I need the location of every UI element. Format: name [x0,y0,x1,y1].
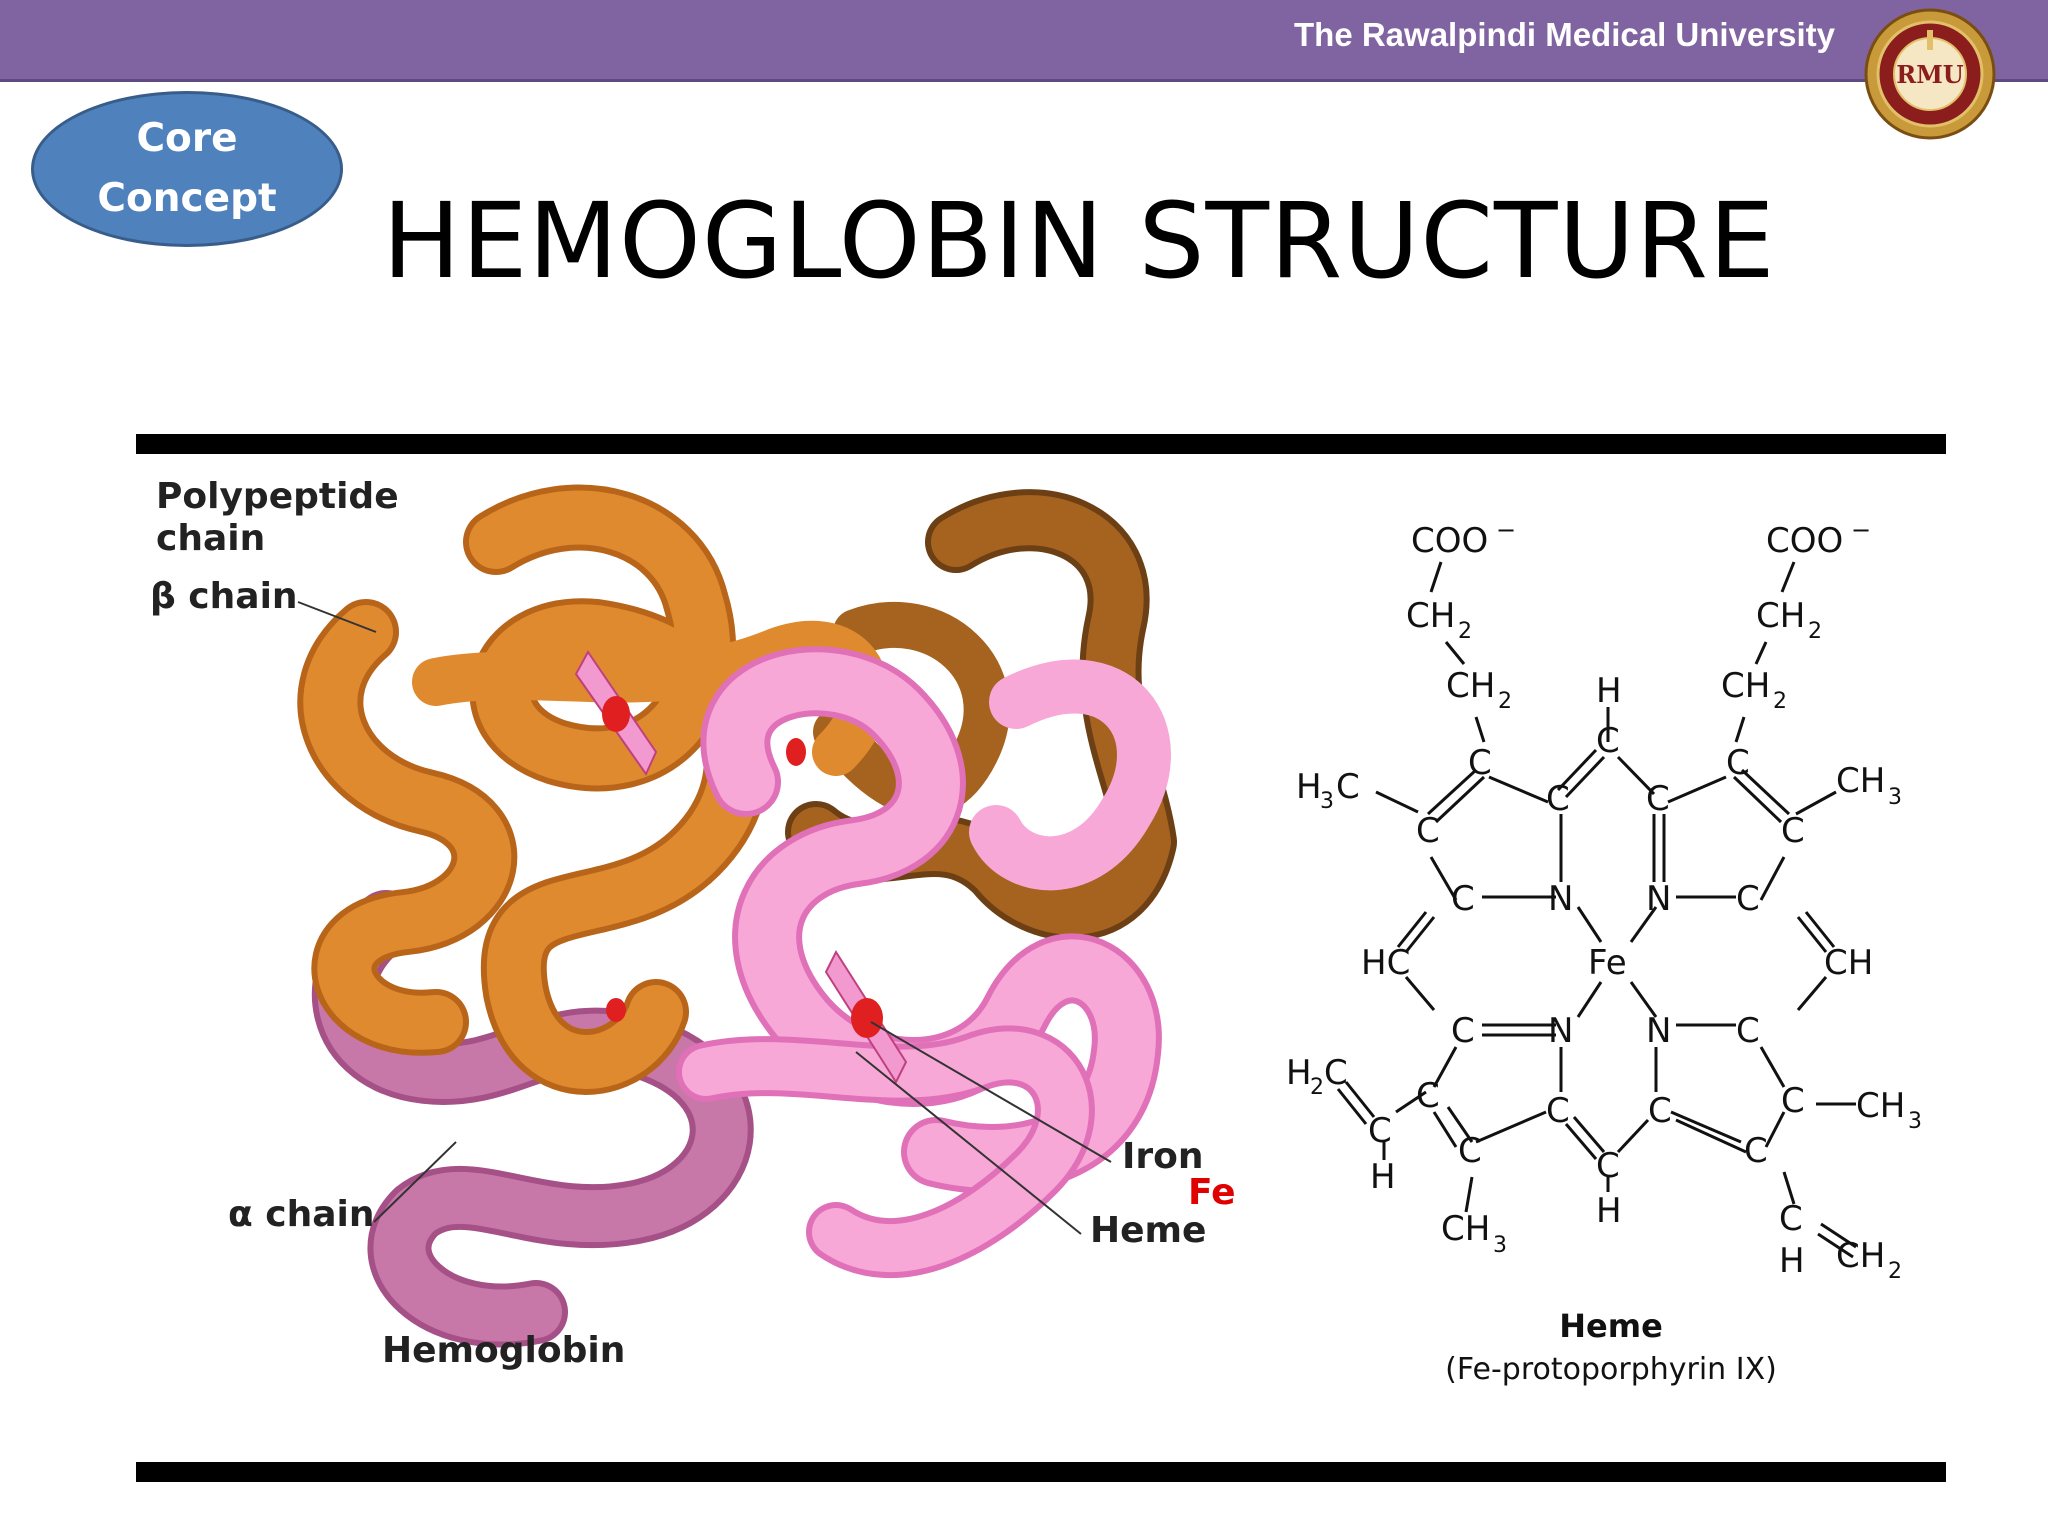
page-title: HEMOGLOBIN STRUCTURE [382,180,1776,302]
svg-text:2: 2 [1808,619,1822,644]
svg-text:C: C [1416,1076,1440,1116]
svg-text:CH: CH [1721,666,1770,706]
svg-text:C: C [1781,1081,1805,1121]
svg-text:Fe: Fe [1588,943,1627,983]
svg-text:C: C [1648,1091,1672,1131]
svg-text:N: N [1548,1011,1573,1051]
svg-text:N: N [1646,879,1671,919]
svg-text:C: C [1546,1091,1570,1131]
svg-text:3: 3 [1888,785,1902,810]
svg-text:C: C [1451,879,1475,919]
svg-text:CH: CH [1441,1209,1490,1249]
svg-text:HC: HC [1361,943,1410,983]
svg-text:−: − [1851,516,1871,544]
svg-text:H: H [1296,767,1322,807]
university-name: The Rawalpindi Medical University [1294,16,1835,53]
heme-caption-line-1: Heme [1559,1307,1663,1345]
svg-text:H: H [1596,1191,1622,1231]
university-logo: RMU [1864,8,1996,140]
svg-text:C: C [1596,1146,1620,1186]
svg-text:CH: CH [1824,943,1873,983]
bottom-rule [136,1462,1946,1482]
svg-text:N: N [1548,879,1573,919]
svg-text:C: C [1451,1011,1475,1051]
svg-text:CH: CH [1406,596,1455,636]
svg-text:H: H [1370,1157,1396,1197]
svg-text:3: 3 [1493,1233,1507,1258]
hemoglobin-figure: Polypeptide chain β chain α chain Iron F… [136,452,1946,1462]
alpha-chain-label: α chain [228,1194,375,1235]
svg-text:H: H [1779,1241,1805,1281]
svg-text:2: 2 [1888,1259,1902,1284]
header-bar [0,0,2048,82]
alpha-chain-leader [373,1141,457,1223]
heme-group-4 [606,998,626,1022]
heme-bonds [1336,561,1857,1259]
svg-text:3: 3 [1908,1109,1922,1134]
hemoglobin-ribbon-illustration [297,484,1177,1348]
svg-text:C: C [1779,1199,1803,1239]
heme-leader [855,1051,1082,1235]
heme-label: Heme [1090,1210,1207,1251]
svg-text:CH: CH [1836,761,1885,801]
svg-text:2: 2 [1498,689,1512,714]
svg-text:C: C [1546,779,1570,819]
svg-text:C: C [1458,1131,1482,1171]
svg-text:C: C [1416,811,1440,851]
svg-text:C: C [1781,811,1805,851]
iron-leader [870,1021,1112,1163]
alpha-chain-front [676,646,1171,1278]
alpha-chain-back [311,890,754,1348]
hemoglobin-caption: Hemoglobin [382,1330,626,1371]
svg-text:CH: CH [1856,1086,1905,1126]
svg-text:C: C [1596,721,1620,761]
svg-text:C: C [1736,1011,1760,1051]
logo-text: RMU [1896,60,1964,89]
svg-text:2: 2 [1310,1075,1324,1100]
badge-line-2: Concept [97,176,277,221]
beta-chain-label: β chain [150,576,298,617]
beta-chain-back [785,489,1177,941]
badge-line-1: Core [136,116,238,161]
svg-text:H: H [1596,671,1622,711]
svg-text:COO: COO [1766,521,1843,561]
svg-text:2: 2 [1773,689,1787,714]
heme-atoms: COO − COO − CH 2 CH 2 CH 2 CH 2 H C C C … [1286,516,1922,1284]
svg-text:COO: COO [1411,521,1488,561]
svg-text:C: C [1646,779,1670,819]
svg-text:−: − [1496,516,1516,544]
svg-text:3: 3 [1320,789,1334,814]
svg-text:CH: CH [1446,666,1495,706]
iron-label: Iron [1122,1136,1204,1177]
heme-caption-line-2: (Fe-protoporphyrin IX) [1445,1352,1777,1387]
core-concept-badge: Core Concept [31,91,343,247]
polypeptide-label-line-1: Polypeptide [156,476,399,517]
svg-text:C: C [1726,743,1750,783]
svg-text:H: H [1286,1053,1312,1093]
heme-group-3 [786,738,806,766]
heme-structure-diagram: COO − COO − CH 2 CH 2 CH 2 CH 2 H C C C … [1286,516,1922,1387]
svg-text:2: 2 [1458,619,1472,644]
svg-text:CH: CH [1836,1236,1885,1276]
svg-text:C: C [1736,879,1760,919]
fe-label: Fe [1188,1172,1236,1213]
svg-text:C: C [1368,1111,1392,1151]
heme-group-2 [824,949,908,1085]
svg-text:CH: CH [1756,596,1805,636]
svg-text:C: C [1336,767,1360,807]
svg-text:C: C [1468,743,1492,783]
polypeptide-label-line-2: chain [156,518,266,559]
beta-chain-leader [297,601,377,633]
svg-text:C: C [1324,1053,1348,1093]
svg-text:N: N [1646,1011,1671,1051]
heme-group-1 [574,650,658,777]
svg-text:C: C [1744,1131,1768,1171]
top-rule [136,434,1946,454]
